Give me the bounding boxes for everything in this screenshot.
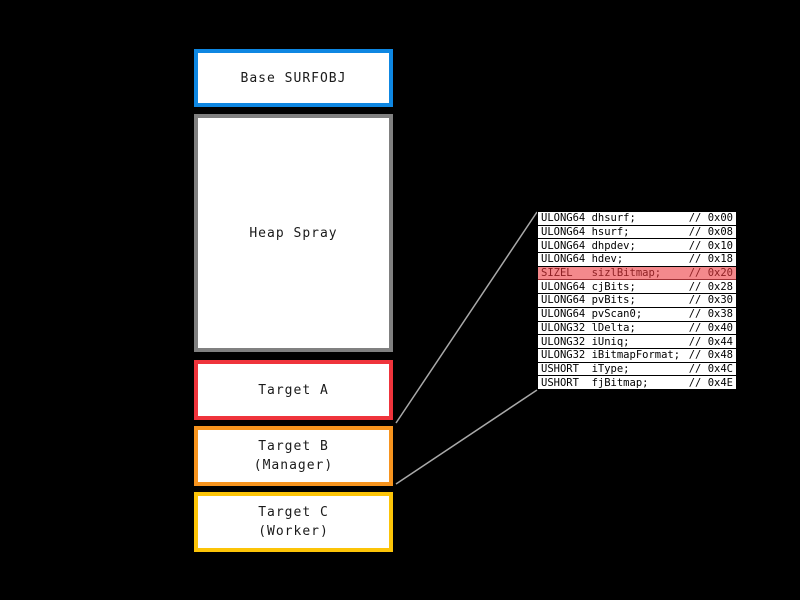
field-name: iBitmapFormat; (591, 349, 681, 362)
field-offset-comment: // 0x10 (688, 239, 733, 252)
struct-field-row: USHORT fjBitmap; // 0x4E (538, 376, 736, 389)
field-name: sizlBitmap; (591, 267, 662, 280)
block-label: Target B (258, 439, 329, 454)
struct-field-row: ULONG64 pvBits; // 0x30 (538, 294, 736, 308)
field-offset-comment: // 0x30 (688, 294, 733, 307)
struct-field-row: ULONG64 pvScan0; // 0x38 (538, 307, 736, 322)
field-type: ULONG32 (541, 335, 586, 348)
struct-field-row: ULONG64 cjBits; // 0x28 (538, 280, 736, 295)
field-offset-comment: // 0x44 (688, 335, 733, 348)
field-offset-comment: // 0x18 (688, 253, 733, 266)
block-sublabel: (Worker) (258, 524, 329, 539)
field-type: ULONG64 (541, 253, 586, 266)
surfobj-struct-table: ULONG64 dhsurf; // 0x00 ULONG64 hsurf; // … (537, 211, 737, 390)
field-type: ULONG64 (541, 308, 586, 321)
field-name: pvBits; (591, 294, 636, 307)
field-type: ULONG64 (541, 239, 586, 252)
connector-line-bottom (395, 389, 538, 485)
field-offset-comment: // 0x4C (688, 362, 733, 375)
field-name: pvScan0; (591, 308, 643, 321)
struct-field-row: ULONG32 iUniq; // 0x44 (538, 335, 736, 349)
connector-line-top (395, 211, 538, 424)
field-offset-comment: // 0x4E (688, 376, 733, 389)
struct-field-row: USHORT iType; // 0x4C (538, 362, 736, 377)
block-label: Target C (258, 505, 329, 520)
field-offset-comment: // 0x38 (688, 308, 733, 321)
block-label: Heap Spray (249, 225, 338, 241)
struct-field-row: ULONG64 dhsurf; // 0x00 (538, 212, 736, 226)
memory-block-target-b: Target B (Manager) (194, 426, 393, 486)
field-type: ULONG64 (541, 212, 586, 225)
field-type: ULONG64 (541, 280, 586, 293)
block-sublabel: (Manager) (253, 458, 334, 473)
struct-field-row: ULONG64 hdev; // 0x18 (538, 253, 736, 267)
field-name: lDelta; (591, 321, 636, 334)
field-offset-comment: // 0x28 (688, 280, 733, 293)
field-type: USHORT (541, 376, 579, 389)
field-offset-comment: // 0x40 (688, 321, 733, 334)
memory-block-target-a: Target A (194, 360, 393, 420)
field-type: ULONG64 (541, 294, 586, 307)
block-label: Base SURFOBJ (240, 70, 347, 86)
field-offset-comment: // 0x00 (688, 212, 733, 225)
struct-field-row: ULONG64 dhpdev; // 0x10 (538, 239, 736, 254)
memory-block-heap-spray: Heap Spray (194, 114, 393, 352)
field-name: fjBitmap; (591, 376, 649, 389)
field-type: USHORT (541, 362, 579, 375)
memory-block-base-surfobj: Base SURFOBJ (194, 49, 393, 107)
struct-field-row: ULONG32 lDelta; // 0x40 (538, 321, 736, 336)
field-name: dhsurf; (591, 212, 636, 225)
field-name: cjBits; (591, 280, 636, 293)
struct-field-row: ULONG64 hsurf; // 0x08 (538, 225, 736, 240)
block-label: Target A (258, 382, 329, 398)
field-name: iUniq; (591, 335, 630, 348)
field-offset-comment: // 0x08 (688, 226, 733, 239)
field-type: ULONG64 (541, 226, 586, 239)
field-offset-comment: // 0x20 (688, 267, 733, 280)
field-name: hsurf; (591, 226, 630, 239)
field-name: dhpdev; (591, 239, 636, 252)
field-type: ULONG32 (541, 349, 586, 362)
struct-field-row-highlighted: SIZEL sizlBitmap; // 0x20 (538, 266, 736, 281)
field-name: iType; (591, 362, 630, 375)
field-type: SIZEL (541, 267, 573, 280)
struct-field-row: ULONG32 iBitmapFormat; // 0x48 (538, 348, 736, 363)
memory-block-target-c: Target C (Worker) (194, 492, 393, 552)
field-name: hdev; (591, 253, 624, 266)
field-offset-comment: // 0x48 (688, 349, 733, 362)
field-type: ULONG32 (541, 321, 586, 334)
